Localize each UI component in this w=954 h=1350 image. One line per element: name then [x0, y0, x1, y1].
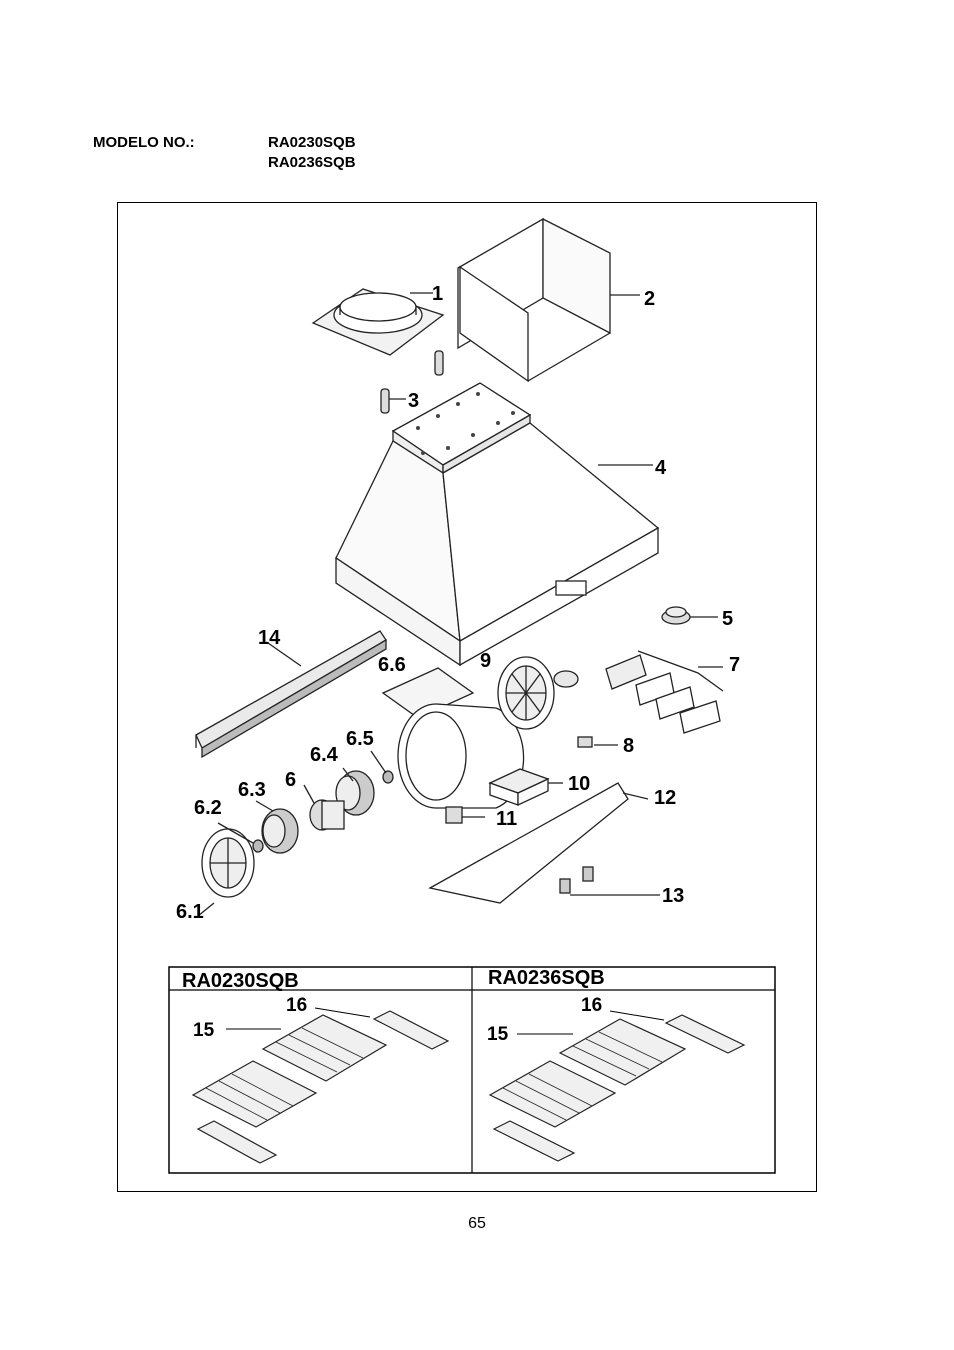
grease-filter-left-1	[261, 1014, 388, 1082]
grease-filter-right-2	[488, 1060, 617, 1128]
filter-table: RA0230SQB RA0236SQB	[168, 966, 776, 1174]
page-number: 65	[468, 1215, 486, 1232]
callout-8: 8	[623, 735, 634, 757]
transformer-part	[445, 806, 463, 824]
callout-4: 4	[655, 457, 667, 479]
motor-part	[309, 799, 345, 831]
clip-part	[577, 736, 593, 748]
filter-table-left-title: RA0230SQB	[182, 970, 299, 992]
grease-filter-left-2	[191, 1060, 318, 1128]
model-number-1: RA0230SQB	[268, 134, 356, 151]
label-15-left: 15	[193, 1020, 215, 1041]
lamp-part	[559, 866, 594, 894]
washer-part	[252, 839, 264, 853]
callout-13: 13	[662, 885, 684, 907]
knob-part	[661, 606, 691, 625]
callout-9: 9	[480, 650, 491, 672]
filter-frame-left-1	[372, 1010, 450, 1050]
callout-6: 6	[285, 769, 296, 791]
control-box-part	[488, 768, 550, 807]
filter-frame-right-2	[492, 1120, 576, 1162]
chimney-cover-part	[457, 217, 611, 383]
duct-collar-part	[311, 288, 445, 356]
rear-cover-part	[201, 828, 255, 898]
callout-2: 2	[644, 288, 655, 310]
label-16-left: 16	[286, 995, 307, 1016]
model-label: MODELO NO.:	[93, 134, 195, 151]
blower-wheel-rear-part	[261, 808, 299, 854]
filter-frame-right-1	[664, 1014, 746, 1054]
grease-filter-right-1	[558, 1018, 687, 1086]
label-16-right: 16	[581, 995, 602, 1016]
callout-6-1: 6.1	[176, 901, 204, 923]
callout-6-3: 6.3	[238, 779, 266, 801]
model-number-2: RA0236SQB	[268, 154, 356, 171]
exploded-parts-diagram: 1 2 3 4 5 14 6.6 9 7 8 6.5 6.4 6 6.3 6.2…	[168, 217, 776, 1174]
callout-11: 11	[496, 808, 517, 830]
callout-7: 7	[729, 654, 740, 676]
callout-6-6: 6.6	[378, 654, 406, 676]
callout-12: 12	[654, 787, 676, 809]
exploded-diagram-frame: 1 2 3 4 5 14 6.6 9 7 8 6.5 6.4 6 6.3 6.2…	[117, 202, 817, 1192]
callout-6-4: 6.4	[310, 744, 339, 766]
switch-plate-part	[605, 650, 724, 734]
hood-body-part	[335, 382, 660, 667]
rail-part	[195, 630, 387, 759]
callout-3: 3	[408, 390, 419, 412]
filter-frame-left-2	[196, 1120, 278, 1164]
callout-1: 1	[432, 283, 443, 305]
blower-cover-part	[497, 656, 555, 730]
bottom-panel-part	[428, 782, 629, 904]
callout-5: 5	[722, 608, 733, 630]
callout-6-5: 6.5	[346, 728, 374, 750]
callout-10: 10	[568, 773, 590, 795]
blower-wheel-part	[335, 770, 375, 816]
filter-table-right-title: RA0236SQB	[488, 967, 605, 989]
label-15-right: 15	[487, 1024, 509, 1045]
nut-part	[382, 770, 394, 784]
callout-6-2: 6.2	[194, 797, 222, 819]
callout-14: 14	[258, 627, 281, 649]
bracket-part	[380, 350, 444, 414]
